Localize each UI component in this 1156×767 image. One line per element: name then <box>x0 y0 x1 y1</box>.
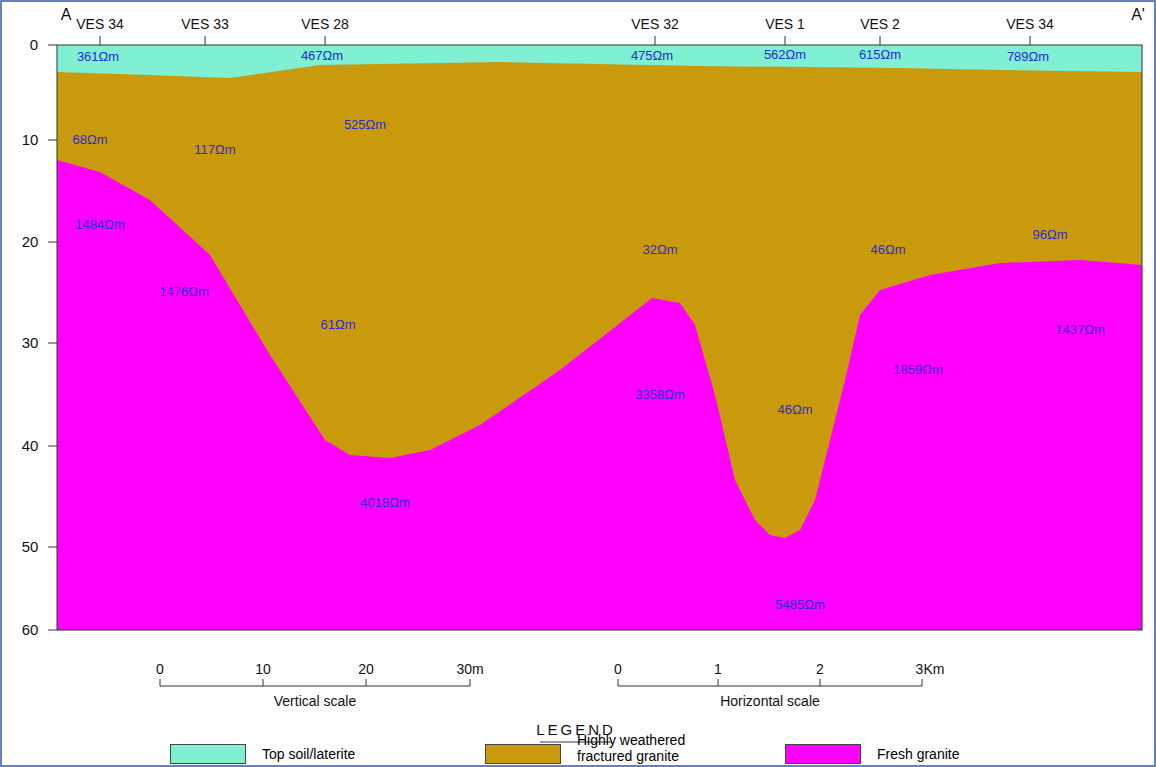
legend-text: Fresh granite <box>877 746 959 762</box>
scale-bars <box>160 679 922 742</box>
section-end: A' <box>1131 6 1145 24</box>
scale-number: 20 <box>358 662 374 677</box>
legend-swatch <box>785 744 861 764</box>
resistivity-value: 475Ωm <box>631 49 673 63</box>
resistivity-value: 117Ωm <box>194 143 235 157</box>
resistivity-value: 61Ωm <box>320 318 355 332</box>
scale-number: 1 <box>714 662 722 677</box>
scale-number: 3Km <box>916 662 945 677</box>
resistivity-value: 789Ωm <box>1007 50 1049 64</box>
legend-text: Highly weathered fractured granite <box>577 732 727 764</box>
scale-number: 0 <box>614 662 622 677</box>
resistivity-value: 525Ωm <box>344 118 386 132</box>
depth-tick: 60 <box>22 622 39 639</box>
weathered-granite-layer <box>57 45 1142 538</box>
resistivity-value: 1484Ωm <box>75 218 124 232</box>
legend-swatch <box>485 744 561 764</box>
depth-tick: 40 <box>22 438 39 455</box>
resistivity-value: 46Ωm <box>870 243 905 257</box>
resistivity-value: 68Ωm <box>72 133 107 147</box>
depth-tick: 0 <box>30 37 38 54</box>
resistivity-value: 562Ωm <box>764 48 806 62</box>
ves-ticks <box>100 36 1030 45</box>
ves-label: VES 34 <box>76 17 123 32</box>
resistivity-value: 5485Ωm <box>775 598 824 612</box>
resistivity-value: 1476Ωm <box>159 285 208 299</box>
ves-label: VES 2 <box>860 17 900 32</box>
section-end: A <box>61 6 72 24</box>
scale-number: 10 <box>255 662 271 677</box>
scale-number: 30m <box>456 662 483 677</box>
resistivity-value: 361Ωm <box>77 50 119 64</box>
resistivity-value: 4018Ωm <box>360 496 409 510</box>
depth-tick: 30 <box>22 335 39 352</box>
scale-title: Vertical scale <box>274 694 356 709</box>
plot-frame <box>57 45 1142 630</box>
ves-label: VES 34 <box>1006 17 1053 32</box>
depth-tick: 10 <box>22 132 39 149</box>
resistivity-value: 32Ωm <box>642 243 677 257</box>
scale-number: 0 <box>156 662 164 677</box>
resistivity-value: 3358Ωm <box>635 388 684 402</box>
fresh-granite-layer <box>57 45 1142 630</box>
resistivity-value: 467Ωm <box>301 49 343 63</box>
depth-tick: 20 <box>22 234 39 251</box>
depth-tick: 50 <box>22 539 39 556</box>
resistivity-value: 615Ωm <box>859 48 901 62</box>
resistivity-value: 96Ωm <box>1032 228 1067 242</box>
legend-text: Top soil/laterite <box>262 746 355 762</box>
ves-label: VES 32 <box>631 17 678 32</box>
resistivity-value: 1437Ωm <box>1055 323 1104 337</box>
resistivity-value: 1859Ωm <box>893 363 942 377</box>
resistivity-value: 46Ωm <box>777 403 812 417</box>
scale-title: Horizontal scale <box>720 694 820 709</box>
ves-label: VES 1 <box>765 17 805 32</box>
scale-number: 2 <box>816 662 824 677</box>
depth-ticks <box>48 45 57 630</box>
ves-label: VES 28 <box>301 17 348 32</box>
legend-swatch <box>170 744 246 764</box>
ves-label: VES 33 <box>181 17 228 32</box>
topsoil-layer <box>57 45 1142 78</box>
